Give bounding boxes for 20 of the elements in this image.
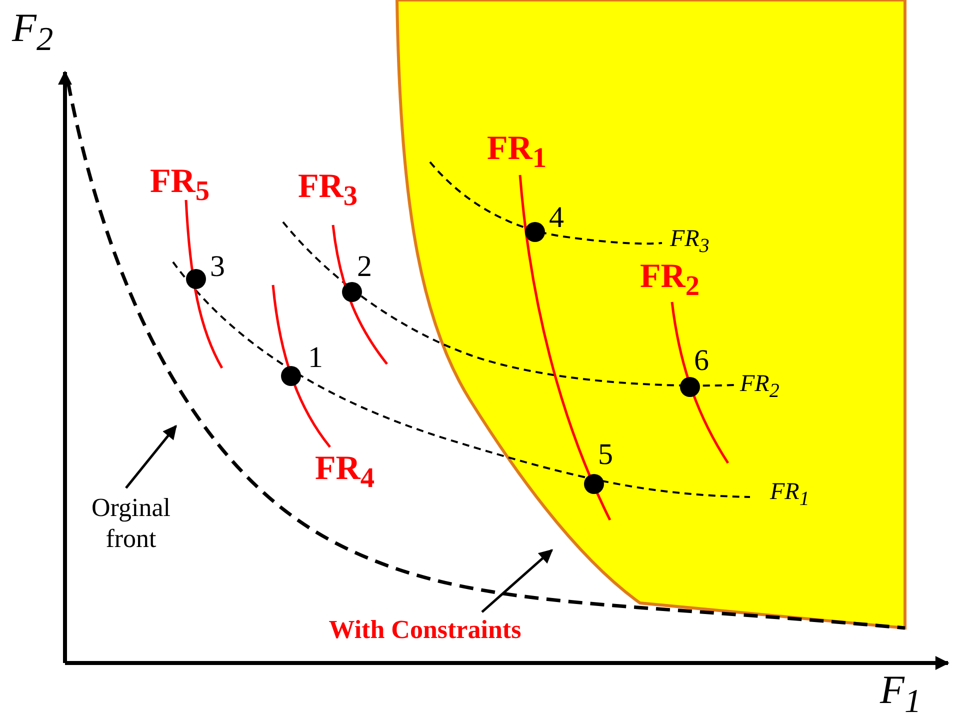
axis-label: F$_{2}$	[12, 8, 54, 56]
curve-label: FR$_{1}$	[487, 132, 546, 174]
point-number: 3	[210, 252, 225, 282]
point-number: 4	[549, 203, 564, 233]
curve-label: FR$_{1}$	[770, 480, 810, 509]
annotation-text: With Constraints	[295, 615, 555, 645]
curve-label: FR$_{4}$	[315, 452, 374, 494]
annotation-text: Orginal front	[72, 492, 190, 554]
curve-label: FR$_{3}$	[670, 227, 710, 256]
axis-label: F$_{1}$	[880, 670, 922, 717]
curve-label: FR$_{2}$	[640, 260, 700, 302]
leader-arrow	[125, 424, 177, 489]
point-number: 5	[598, 440, 613, 470]
curve-label: FR$_{5}$	[150, 165, 210, 206]
curve-label: FR$_{2}$	[740, 372, 780, 401]
point-number: 6	[694, 346, 709, 376]
curve-label: FR$_{3}$	[298, 170, 358, 212]
point-number: 1	[308, 343, 323, 373]
point-number: 2	[357, 252, 372, 282]
leader-arrow	[481, 549, 554, 613]
